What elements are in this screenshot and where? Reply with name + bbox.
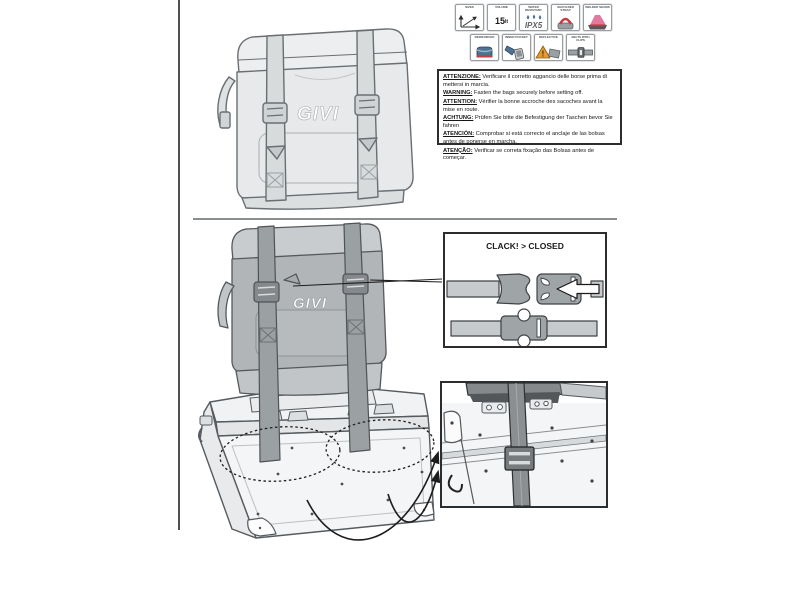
feature-belts-with-clips: BELTS WITH CLIPS — [566, 34, 595, 61]
warning-es: ATENCIÓN: Comprobar si está correcto el … — [443, 131, 605, 145]
svg-text:!: ! — [542, 49, 545, 58]
corner-detail-arrows — [306, 450, 441, 541]
feature-welded-seams: WELDED SEAMS — [583, 4, 612, 31]
buckle-detail-drawing: CLACK! > CLOSED — [446, 241, 604, 346]
attachment-zone-ellipses — [219, 419, 435, 482]
feature-reinforced: REINFORCED — [470, 34, 499, 61]
feature-icons-row-2: REINFORCED INNER POCKET REFLECTIVE ! BEL… — [470, 34, 595, 61]
buckle-detail-box: CLACK! > CLOSED — [443, 232, 607, 348]
corner-strap-detail-drawing — [442, 383, 606, 506]
warning-pt: ATENÇÃO: Verificar se correta fixação da… — [443, 147, 595, 162]
warning-fr: ATTENTION: Vérifier la bonne accroche de… — [443, 98, 603, 113]
waterproof-bag-drawing: GIVI — [217, 28, 414, 210]
welded-seams-icon — [588, 14, 607, 29]
section-divider — [193, 218, 617, 220]
warning-de: ACHTUNG: Prüfen Sie bitte die Befestigun… — [443, 115, 613, 129]
page-left-border — [178, 0, 180, 530]
givi-logo-top: GIVI — [297, 104, 339, 125]
sizes-icon — [458, 14, 481, 30]
feature-reflective: REFLECTIVE ! — [534, 34, 563, 61]
bag-mounted-on-case-drawing: GIVI — [198, 222, 443, 541]
svg-text:IPX5: IPX5 — [525, 21, 543, 30]
warning-it: ATTENZIONE: Verificare il corretto aggan… — [443, 74, 607, 88]
belts-with-clips-icon — [568, 46, 593, 58]
feature-inner-pocket: INNER POCKET — [502, 34, 531, 61]
feature-sizes: SIZES — [455, 4, 484, 31]
water-resistant-icon: IPX5 — [525, 14, 543, 30]
feature-water-resistant: WATER RESISTANT IPX5 — [519, 4, 548, 31]
shoulder-strap-icon — [557, 17, 574, 29]
buckle-box-title: CLACK! > CLOSED — [486, 241, 564, 251]
multilingual-warning-box: ATTENZIONE: Verificare il corretto aggan… — [437, 69, 622, 161]
inner-pocket-icon — [504, 45, 525, 60]
givi-logo-bottom: GIVI — [293, 295, 327, 312]
corner-strap-detail-box — [440, 381, 608, 508]
reflective-icon: ! — [535, 44, 561, 58]
buckle-pointer-lines — [292, 278, 443, 287]
insert-arrow-icon — [556, 278, 600, 300]
warning-en: WARNING: Fasten the bags securely before… — [443, 90, 583, 97]
reinforced-icon — [476, 46, 493, 57]
feature-shoulder-strap: SHOULDER STRAP — [551, 4, 580, 31]
